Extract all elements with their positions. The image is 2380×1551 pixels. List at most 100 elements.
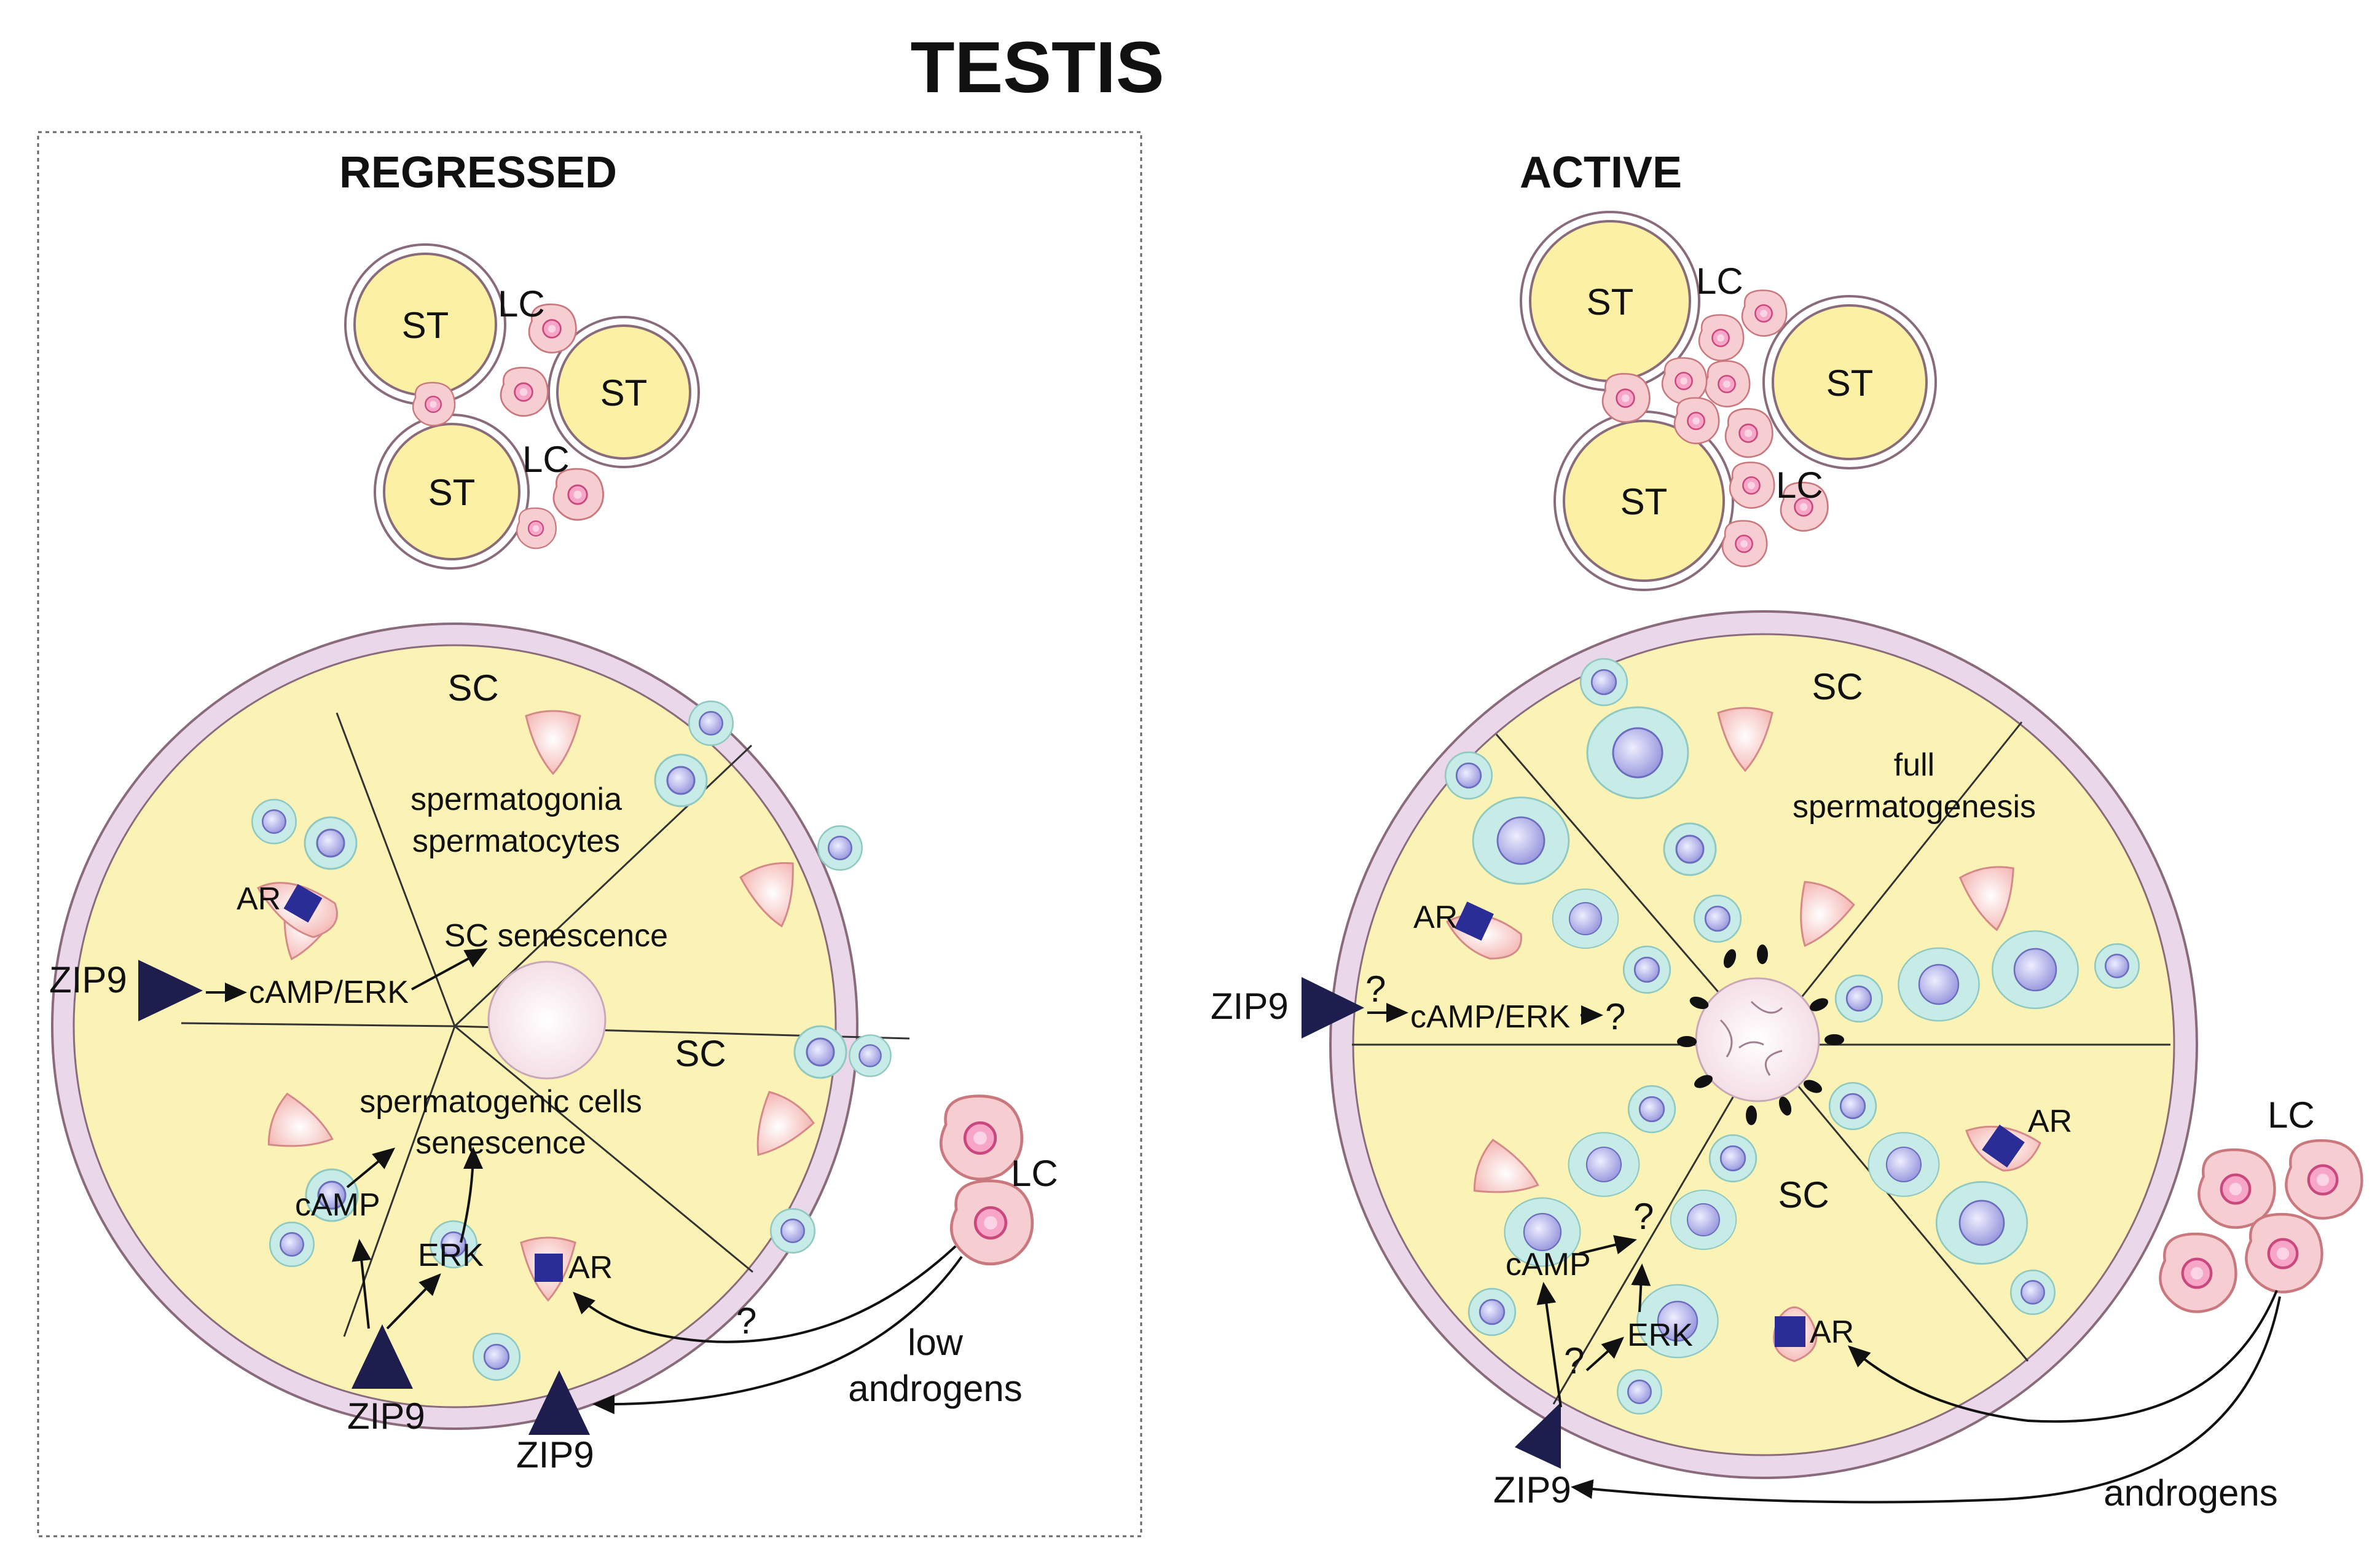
germ-cell [304, 816, 358, 870]
seminiferous-tubule-cross-section: ST [374, 414, 530, 570]
seminiferous-tubule-cross-section: ST [344, 243, 506, 406]
germ-cell-label: full [1894, 747, 1934, 783]
lc-label: LC [1011, 1153, 1058, 1194]
germ-cell [849, 1034, 892, 1077]
signal-arrow [1536, 1282, 1562, 1408]
signal-arrow [1631, 1263, 1651, 1313]
germ-cell [251, 799, 297, 844]
germ-cell [1444, 751, 1493, 800]
leydig-cell [1704, 360, 1751, 407]
camp-label: cAMP [1506, 1247, 1591, 1282]
zip9-receptor: ZIP9 [1211, 977, 1364, 1039]
question-mark: ? [1564, 1340, 1584, 1381]
ar-label: AR [2028, 1104, 2072, 1139]
germ-cell [2010, 1270, 2056, 1315]
st-label: ST [1826, 363, 1874, 404]
germ-cell [1467, 1287, 1517, 1337]
sc-label: SC [1778, 1174, 1829, 1215]
androgens-label: androgens [2103, 1472, 2278, 1514]
leydig-cell [2246, 1214, 2322, 1292]
signal-arrow [1585, 1337, 1624, 1372]
leydig-cell [1741, 289, 1788, 337]
question-mark: ? [1633, 1196, 1654, 1237]
zip9-label: ZIP9 [49, 959, 127, 1000]
regressed-leydig-cells: LC [941, 1096, 1058, 1264]
germ-cell [688, 701, 734, 746]
zip9-receptor: ZIP9 [1493, 1402, 1571, 1510]
leydig-cell [1601, 372, 1651, 423]
spermatogenic-senescence-label: senescence [415, 1125, 586, 1161]
leydig-cell [2286, 1141, 2362, 1219]
ar-receptor: AR [1965, 1104, 2072, 1172]
erk-label: ERK [418, 1238, 484, 1273]
question-mark: ? [1605, 996, 1625, 1037]
androgens-label: androgens [848, 1368, 1023, 1409]
leydig-cell [1721, 520, 1768, 567]
camp-erk-label: cAMP/ERK [249, 975, 409, 1010]
germ-cell [1992, 930, 2079, 1010]
leydig-cell [1729, 461, 1775, 509]
question-mark: ? [1365, 968, 1386, 1010]
germ-cell [1579, 658, 1628, 707]
regressed-panel: REGRESSED ST ST ST LC [37, 131, 1142, 1537]
germ-cell [1670, 1189, 1737, 1251]
germ-cell [1663, 822, 1717, 876]
ar-receptor: AR [1773, 1306, 1854, 1362]
ar-receptor: AR [237, 881, 338, 938]
zip9-label: ZIP9 [516, 1434, 594, 1475]
zip9-label: ZIP9 [347, 1396, 425, 1437]
androgens-label: low [908, 1322, 964, 1363]
leydig-cell [1724, 407, 1773, 458]
germ-cell [817, 825, 863, 871]
zip9-label: ZIP9 [1493, 1469, 1571, 1510]
active-panel: ACTIVE ST ST ST [1211, 148, 2362, 1514]
lc-label: LC [1776, 465, 1823, 506]
germ-cell [1627, 1085, 1676, 1134]
germ-cell [1617, 1369, 1662, 1415]
germ-cell [2094, 943, 2140, 989]
sc-senescence-label: SC senescence [444, 918, 668, 954]
zip9-receptor: ZIP9 [49, 959, 203, 1021]
seminiferous-tubule-cross-section: ST [548, 316, 700, 468]
regressed-interstitium: ST ST ST LC LC [344, 243, 700, 570]
erk-label: ERK [1627, 1317, 1693, 1353]
leydig-cell [412, 382, 456, 426]
ar-receptor: AR [535, 1250, 613, 1286]
sc-label: SC [1812, 666, 1863, 707]
signal-arrow [386, 1273, 441, 1330]
question-mark: ? [736, 1300, 756, 1341]
zip9-receptor: ZIP9 [347, 1324, 425, 1437]
androgen-arrow [573, 1245, 957, 1343]
active-interstitium: ST ST ST LC LC [1520, 211, 1937, 591]
germ-cell [1622, 945, 1671, 994]
signal-arrow [352, 1239, 372, 1329]
zip9-label: ZIP9 [1211, 986, 1289, 1027]
ar-receptor: AR [1413, 900, 1522, 960]
diagram-title: TESTIS [910, 27, 1164, 108]
germ-cell-label: spermatogonia [410, 782, 622, 817]
germ-cell-label: spermatogenesis [1793, 789, 2036, 825]
signal-arrow [411, 948, 488, 991]
androgen-arrow [1571, 1296, 2281, 1504]
ar-label: AR [568, 1250, 613, 1286]
leydig-cell [941, 1096, 1022, 1179]
germ-cell [1828, 1082, 1877, 1131]
germ-cell [1708, 1134, 1758, 1183]
leydig-cell [516, 507, 557, 549]
leydig-cell [1661, 357, 1708, 404]
tubule-lumen [1695, 977, 1820, 1102]
androgen-arrow [592, 1255, 963, 1415]
germ-cell [770, 1208, 815, 1254]
germ-cell [1867, 1132, 1940, 1197]
regressed-tubule: SC SC spermatogonia spermatocytes SC sen… [49, 622, 910, 1475]
lc-label: LC [1696, 261, 1743, 302]
germ-cell [1693, 894, 1742, 943]
leydig-cell [1673, 397, 1720, 444]
signal-arrow [1579, 1235, 1637, 1255]
leydig-cell [500, 366, 549, 417]
regressed-heading: REGRESSED [339, 148, 617, 197]
lc-label: LC [2268, 1094, 2315, 1136]
st-label: ST [428, 472, 476, 513]
germ-cell [269, 1222, 315, 1267]
camp-label: cAMP [295, 1187, 380, 1223]
